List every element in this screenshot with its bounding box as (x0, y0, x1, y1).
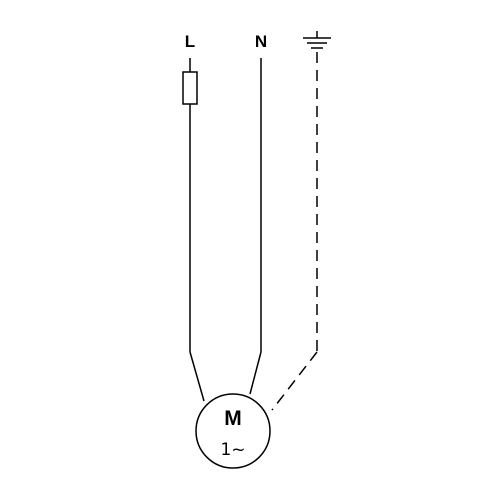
fuse-symbol (182, 71, 198, 105)
motor-phase-label: 1~ (220, 440, 245, 460)
earth-ground-icon (303, 31, 331, 49)
neutral-wire (249, 58, 262, 395)
motor-symbol: M 1~ (195, 393, 271, 469)
neutral-terminal-label: N (255, 32, 267, 51)
earth-wire (271, 52, 318, 411)
motor-circle (195, 393, 271, 469)
motor-label: M (224, 407, 242, 430)
live-wire (182, 58, 205, 402)
live-terminal-label: L (185, 32, 195, 51)
